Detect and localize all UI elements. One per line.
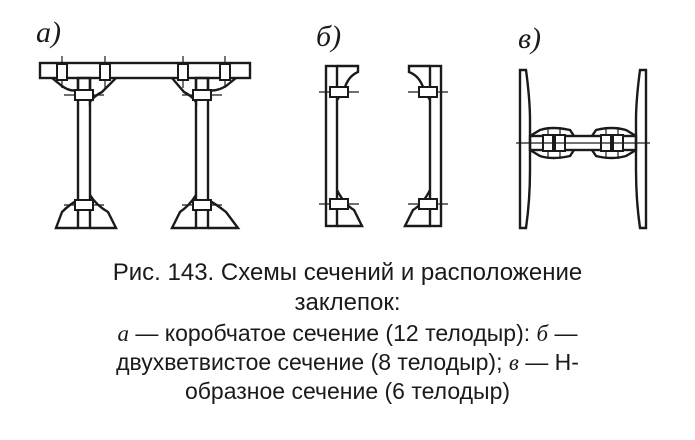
section-drawings [38, 55, 650, 230]
h-left-flange [518, 68, 532, 230]
caption-desc-line3: образное сечение (6 телодыр) [184, 378, 511, 404]
caption-desc-line2: двухветвистое сечение (8 телодыр); в — Н… [0, 349, 695, 376]
h-rivets [516, 126, 650, 160]
caption-letter-a: а [117, 321, 130, 346]
web-left [76, 76, 92, 230]
caption-b-text: — [548, 320, 578, 346]
figure-caption: Рис. 143. Схемы сечений и расположение з… [0, 258, 695, 404]
label-b: б) [316, 20, 342, 53]
caption-desc-line1: а — коробчатое сечение (12 телодыр): б — [0, 320, 695, 347]
branch-left-web [324, 64, 339, 228]
label-a: а) [36, 16, 61, 49]
cover-plate [38, 61, 252, 80]
h-right-upper-angle [591, 126, 637, 138]
figure: а) б) в) [36, 16, 650, 230]
caption-v-text: — Н- [518, 349, 579, 375]
branch-right-web [428, 64, 443, 228]
h-left-upper-angle [529, 126, 575, 138]
caption-title-line2: заклепок: [294, 289, 401, 316]
angle-top-left-inner [88, 77, 117, 106]
caption-title-line1: Рис. 143. Схемы сечений и расположение [112, 259, 583, 286]
h-section [518, 68, 648, 230]
h-left-lower-angle [529, 148, 575, 160]
box-section [38, 61, 252, 230]
caption-line2: двухветвистое сечение (8 телодыр); [116, 349, 509, 375]
h-right-flange [634, 68, 648, 230]
h-right-lower-angle [591, 148, 637, 160]
caption-letter-b: б [536, 321, 549, 346]
angle-top-right-inner [171, 77, 198, 106]
caption-letter-v: в [508, 350, 519, 375]
label-v: в) [518, 22, 542, 55]
caption-a-text: — коробчатое сечение (12 телодыр): [129, 320, 537, 346]
web-right [194, 76, 210, 230]
